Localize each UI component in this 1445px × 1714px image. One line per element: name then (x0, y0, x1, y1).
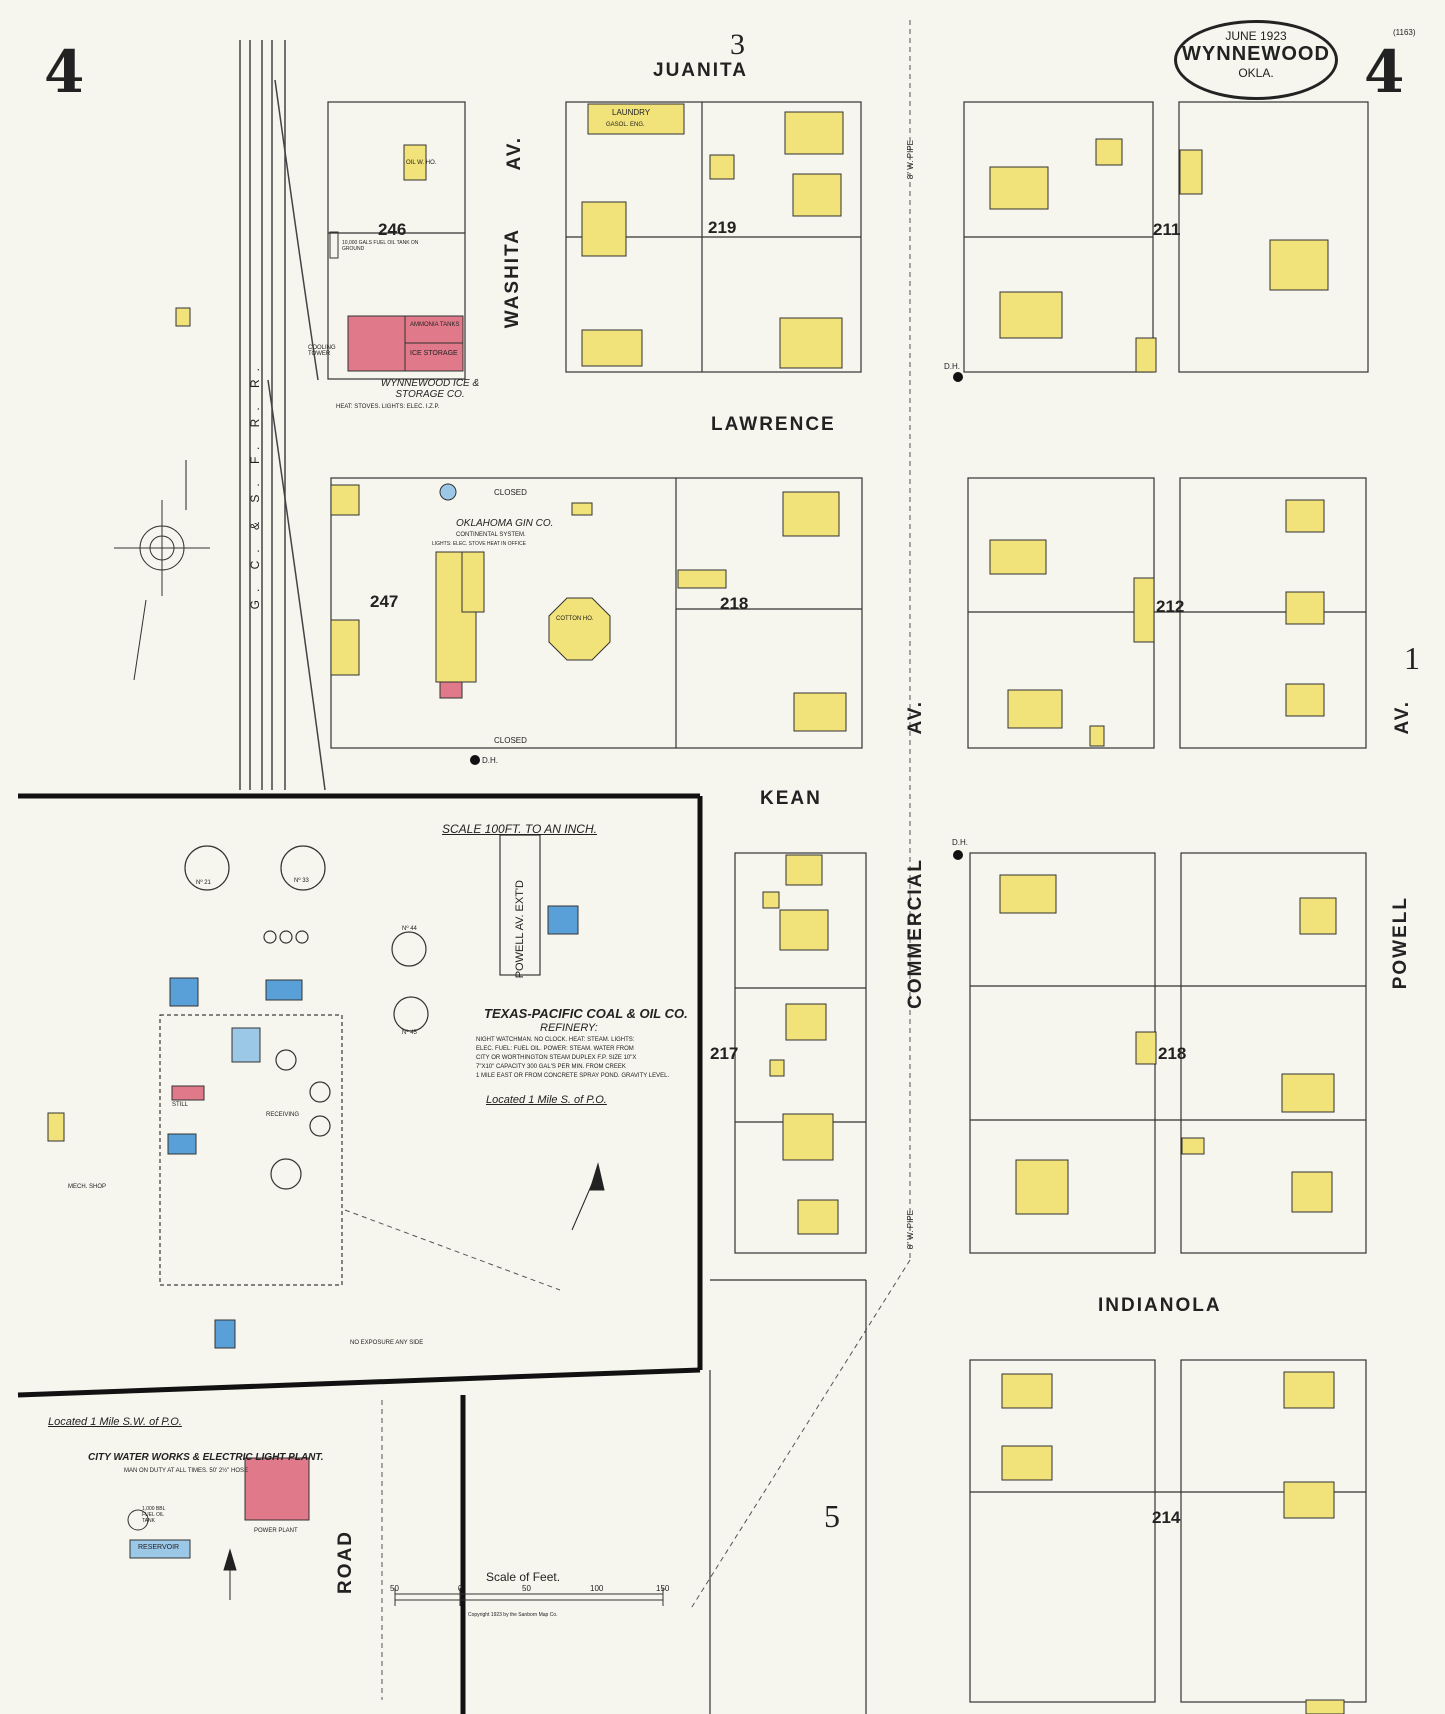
north-arrow-icon (185, 460, 605, 1600)
block-number: 219 (708, 218, 737, 237)
map-date: JUNE 1923 (1225, 29, 1287, 43)
tank-label: Nº 45 (402, 1030, 417, 1036)
block-211 (963, 101, 1369, 373)
hydrant-label: D.H. (482, 756, 498, 765)
gin-lights-label: LIGHTS: ELEC. STOVE HEAT IN OFFICE (432, 541, 526, 547)
adjacent-sheet-right: 1 (1404, 640, 1420, 676)
refinery-title: TEXAS-PACIFIC COAL & OIL CO. (484, 1006, 688, 1021)
water-works-note: MAN ON DUTY AT ALL TIMES. 50' 2½" HOSE (124, 1468, 248, 1474)
refinery-note: NIGHT WATCHMAN. NO CLOCK. HEAT: STEAM. L… (476, 1037, 635, 1043)
sheet-number-left: 4 (44, 38, 85, 106)
city-badge: JUNE 1923 WYNNEWOOD OKLA. (1174, 20, 1338, 100)
water-works-title: CITY WATER WORKS & ELECTRIC LIGHT PLANT. (88, 1452, 324, 1463)
street-powell-extd: POWELL AV. EXT'D (514, 880, 526, 979)
refinery-note: 7"X10" CAPACITY 300 GAL'S PER MIN. FROM … (476, 1064, 626, 1070)
sheet-reference: (1163) (1393, 28, 1416, 37)
pipe-label: 8" W. PIPE (906, 140, 915, 180)
refinery-note: ELEC. FUEL: FUEL OIL. POWER: STEAM. WATE… (476, 1046, 634, 1052)
scale-tick: 100 (590, 1584, 604, 1593)
street-commercial-av: AV. (905, 700, 926, 735)
hydrant-label: D.H. (944, 362, 960, 371)
still-label: STILL (172, 1102, 189, 1108)
pipe-label: 8" W. PIPE (906, 1210, 915, 1250)
receiving-label: RECEIVING (266, 1112, 300, 1118)
street-kean: KEAN (760, 788, 822, 809)
street-washita: WASHITA (502, 228, 523, 329)
block-number: 218 (1158, 1044, 1187, 1063)
no-exposure-label: NO EXPOSURE ANY SIDE (350, 1340, 424, 1346)
ammonia-label: AMMONIA TANKS (410, 322, 460, 328)
sheet-number-right: 4 (1364, 38, 1405, 106)
scale-tick: 50 (522, 1584, 531, 1593)
closed-label: CLOSED (494, 488, 527, 497)
adjacent-sheet-top: 3 (730, 28, 745, 61)
street-lawrence: LAWRENCE (711, 414, 836, 435)
street-juanita: JUANITA (653, 60, 748, 81)
oil-warehouse (403, 144, 427, 181)
cotton-house (548, 597, 611, 661)
hydrant-label: D.H. (952, 838, 968, 847)
power-plant-label: POWER PLANT (254, 1528, 298, 1534)
tank-label: Nº 21 (196, 880, 211, 886)
laundry-building (587, 103, 685, 135)
scale-bar (394, 1588, 664, 1606)
gin-company-label: OKLAHOMA GIN CO. (456, 518, 554, 529)
fuel-tank-label: 10,000 GALS FUEL OIL TANK ON GROUND (342, 240, 419, 252)
laundry-label: LAUNDRY (612, 108, 651, 117)
reservoir (129, 1539, 191, 1559)
adjacent-sheet-bottom: 5 (824, 1498, 840, 1534)
street-indianola: INDIANOLA (1098, 1295, 1222, 1316)
scale-tick: 150 (656, 1584, 670, 1593)
block-number: 247 (370, 592, 399, 611)
reservoir-label: RESERVOIR (138, 1544, 180, 1551)
compass-rose-icon (114, 500, 210, 681)
refinery-location: Located 1 Mile S. of P.O. (486, 1094, 607, 1106)
block-number: 217 (710, 1044, 739, 1063)
block-number: 246 (378, 220, 407, 239)
block-number: 214 (1152, 1508, 1181, 1527)
block-247 (330, 477, 863, 749)
power-plant (244, 1457, 310, 1521)
tank-label: Nº 44 (402, 926, 417, 932)
ice-storage-label: ICE STORAGE (410, 350, 458, 357)
gin-system-label: CONTINENTAL SYSTEM. (456, 532, 526, 538)
scale-label: Scale of Feet. (486, 1570, 561, 1584)
ice-company-note: HEAT: STOVES. LIGHTS: ELEC. I.Z.P. (336, 404, 440, 410)
cooling-tower-label: COOLING TOWER (308, 345, 336, 357)
water-works-location: Located 1 Mile S.W. of P.O. (48, 1416, 182, 1428)
railroad-label: G. C. & S. F. R. R. (248, 360, 262, 610)
laundry-engine-label: GASOL. ENG. (606, 122, 645, 128)
refinery-note: 1 MILE EAST OR FROM CONCRETE SPRAY POND.… (476, 1073, 670, 1079)
street-commercial: COMMERCIAL (905, 858, 926, 1009)
scale-tick: 0 (458, 1584, 463, 1593)
ice-company-label: WYNNEWOOD ICE & STORAGE CO. (380, 378, 480, 400)
refinery-subtitle: REFINERY: (540, 1022, 598, 1034)
city-name: WYNNEWOOD (1182, 43, 1330, 65)
block-214 (969, 1359, 1367, 1703)
copyright: Copyright 1923 by the Sanborn Map Co. (468, 1612, 558, 1618)
street-road: ROAD (335, 1530, 356, 1594)
railroad (239, 40, 326, 791)
block-number: 212 (1156, 597, 1185, 616)
cotton-house-label: COTTON HO. (556, 616, 594, 622)
block-number: 218 (720, 594, 749, 613)
block-246 (327, 101, 466, 380)
oil-warehouse-label: OIL W. HO. (406, 160, 437, 166)
refinery-note: CITY OR WORTHINGTON STEAM DUPLEX F.P. SI… (476, 1055, 637, 1061)
fuel-oil-tank-label: 1,000 BBL FUEL OIL TANK (142, 1506, 166, 1524)
refinery-tanks (184, 845, 429, 1190)
mech-shop-label: MECH. SHOP (68, 1184, 107, 1190)
street-powell-av: AV. (1392, 700, 1413, 735)
tank-label: Nº 33 (294, 878, 309, 884)
closed-label: CLOSED (494, 736, 527, 745)
block-number: 211 (1153, 220, 1181, 239)
street-powell: POWELL (1390, 896, 1411, 990)
refinery-scale: SCALE 100FT. TO AN INCH. (442, 822, 597, 836)
state-name: OKLA. (1238, 66, 1274, 80)
scale-tick: 50 (390, 1584, 399, 1593)
street-washita-av: AV. (504, 136, 525, 171)
refinery-inset-frame (17, 793, 703, 1714)
